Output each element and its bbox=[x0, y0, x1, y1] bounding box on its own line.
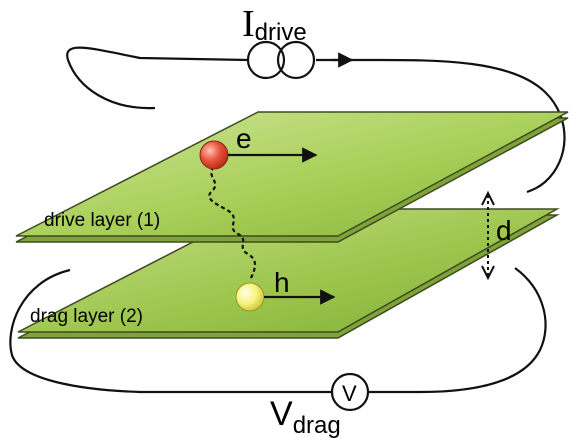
current-source-icon bbox=[246, 40, 316, 80]
drag-voltage-label: Vdrag bbox=[270, 395, 341, 439]
separation-label: d bbox=[496, 215, 512, 246]
drag-layer-label: drag layer (2) bbox=[30, 306, 143, 327]
drive-layer bbox=[15, 111, 569, 243]
separation-indicator bbox=[481, 190, 495, 281]
drag-layer bbox=[17, 208, 560, 339]
drive-layer-label: drive layer (1) bbox=[44, 210, 160, 231]
drive-circuit-wire bbox=[66, 46, 566, 194]
coulomb-interaction-line bbox=[208, 166, 257, 281]
hole-particle bbox=[235, 282, 265, 312]
hole-label: h bbox=[274, 267, 290, 298]
voltmeter-label: V bbox=[342, 381, 357, 406]
drag-circuit-wire bbox=[9, 267, 547, 394]
voltmeter-icon bbox=[330, 372, 370, 412]
electron-particle bbox=[199, 140, 229, 170]
drive-current-label: Idrive bbox=[242, 3, 307, 46]
electron-label: e bbox=[236, 123, 252, 154]
